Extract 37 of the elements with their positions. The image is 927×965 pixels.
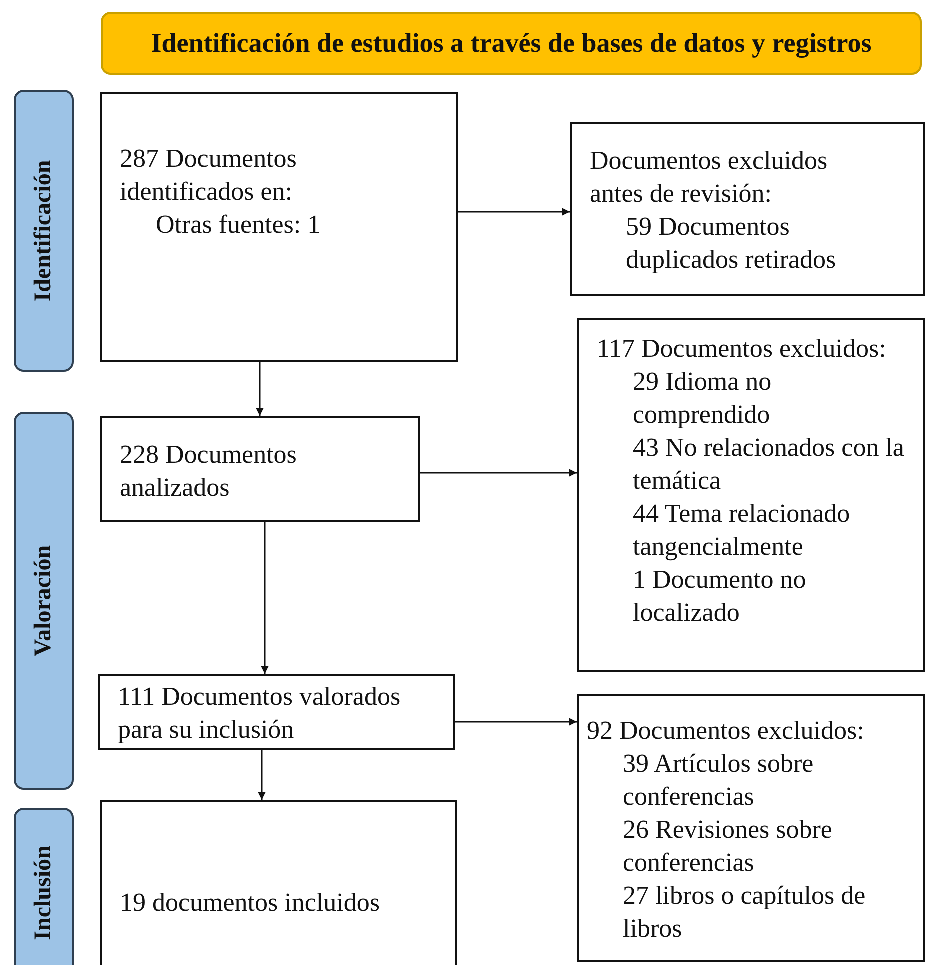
box-text: Otras fuentes: 1 [155,209,322,241]
box-text: 111 Documentos valorados para su inclusión [118,681,402,746]
phase-label: Identificación [30,160,58,302]
box-text: 59 Documentos duplicados retirados [625,211,838,276]
process-box [100,416,420,522]
arrow [455,718,577,726]
box-text: 228 Documentos analizados [120,439,298,504]
box-text: 43 No relacionados con la temática [632,432,906,497]
box-text: Documentos excluidos antes de revisión: [590,145,829,210]
title-text: Identificación de estudios a través de bases de datos y registros [151,28,872,59]
phase-band [14,90,74,372]
box-text: 39 Artículos sobre conferencias [622,748,815,813]
arrow [458,208,570,216]
process-box [570,122,925,296]
box-text: 29 Idioma no comprendido [632,366,773,431]
box-text: 92 Documentos excluidos: [587,715,866,747]
process-box [100,800,457,965]
arrow [256,362,264,416]
box-text: 44 Tema relacionado tangencialmente [632,498,852,563]
box-text: 27 libros o capítulos de libros [622,880,867,945]
box-text: 1 Documento no localizado [632,564,808,629]
process-box [98,674,455,750]
process-box [100,92,458,362]
box-text: 26 Revisiones sobre conferencias [622,814,834,879]
arrow [261,522,269,674]
phase-band [14,412,74,790]
box-text: 287 Documentos identificados en: [120,143,298,208]
arrow [420,469,577,477]
process-box [577,318,925,672]
box-text: 117 Documentos excluidos: [597,333,888,365]
phase-label: Valoración [30,545,58,657]
box-text: 19 documentos incluidos [120,887,381,919]
title-banner [101,12,922,75]
phase-band [14,808,74,965]
phase-label: Inclusión [30,846,58,940]
process-box [577,694,925,962]
arrow [258,750,266,800]
